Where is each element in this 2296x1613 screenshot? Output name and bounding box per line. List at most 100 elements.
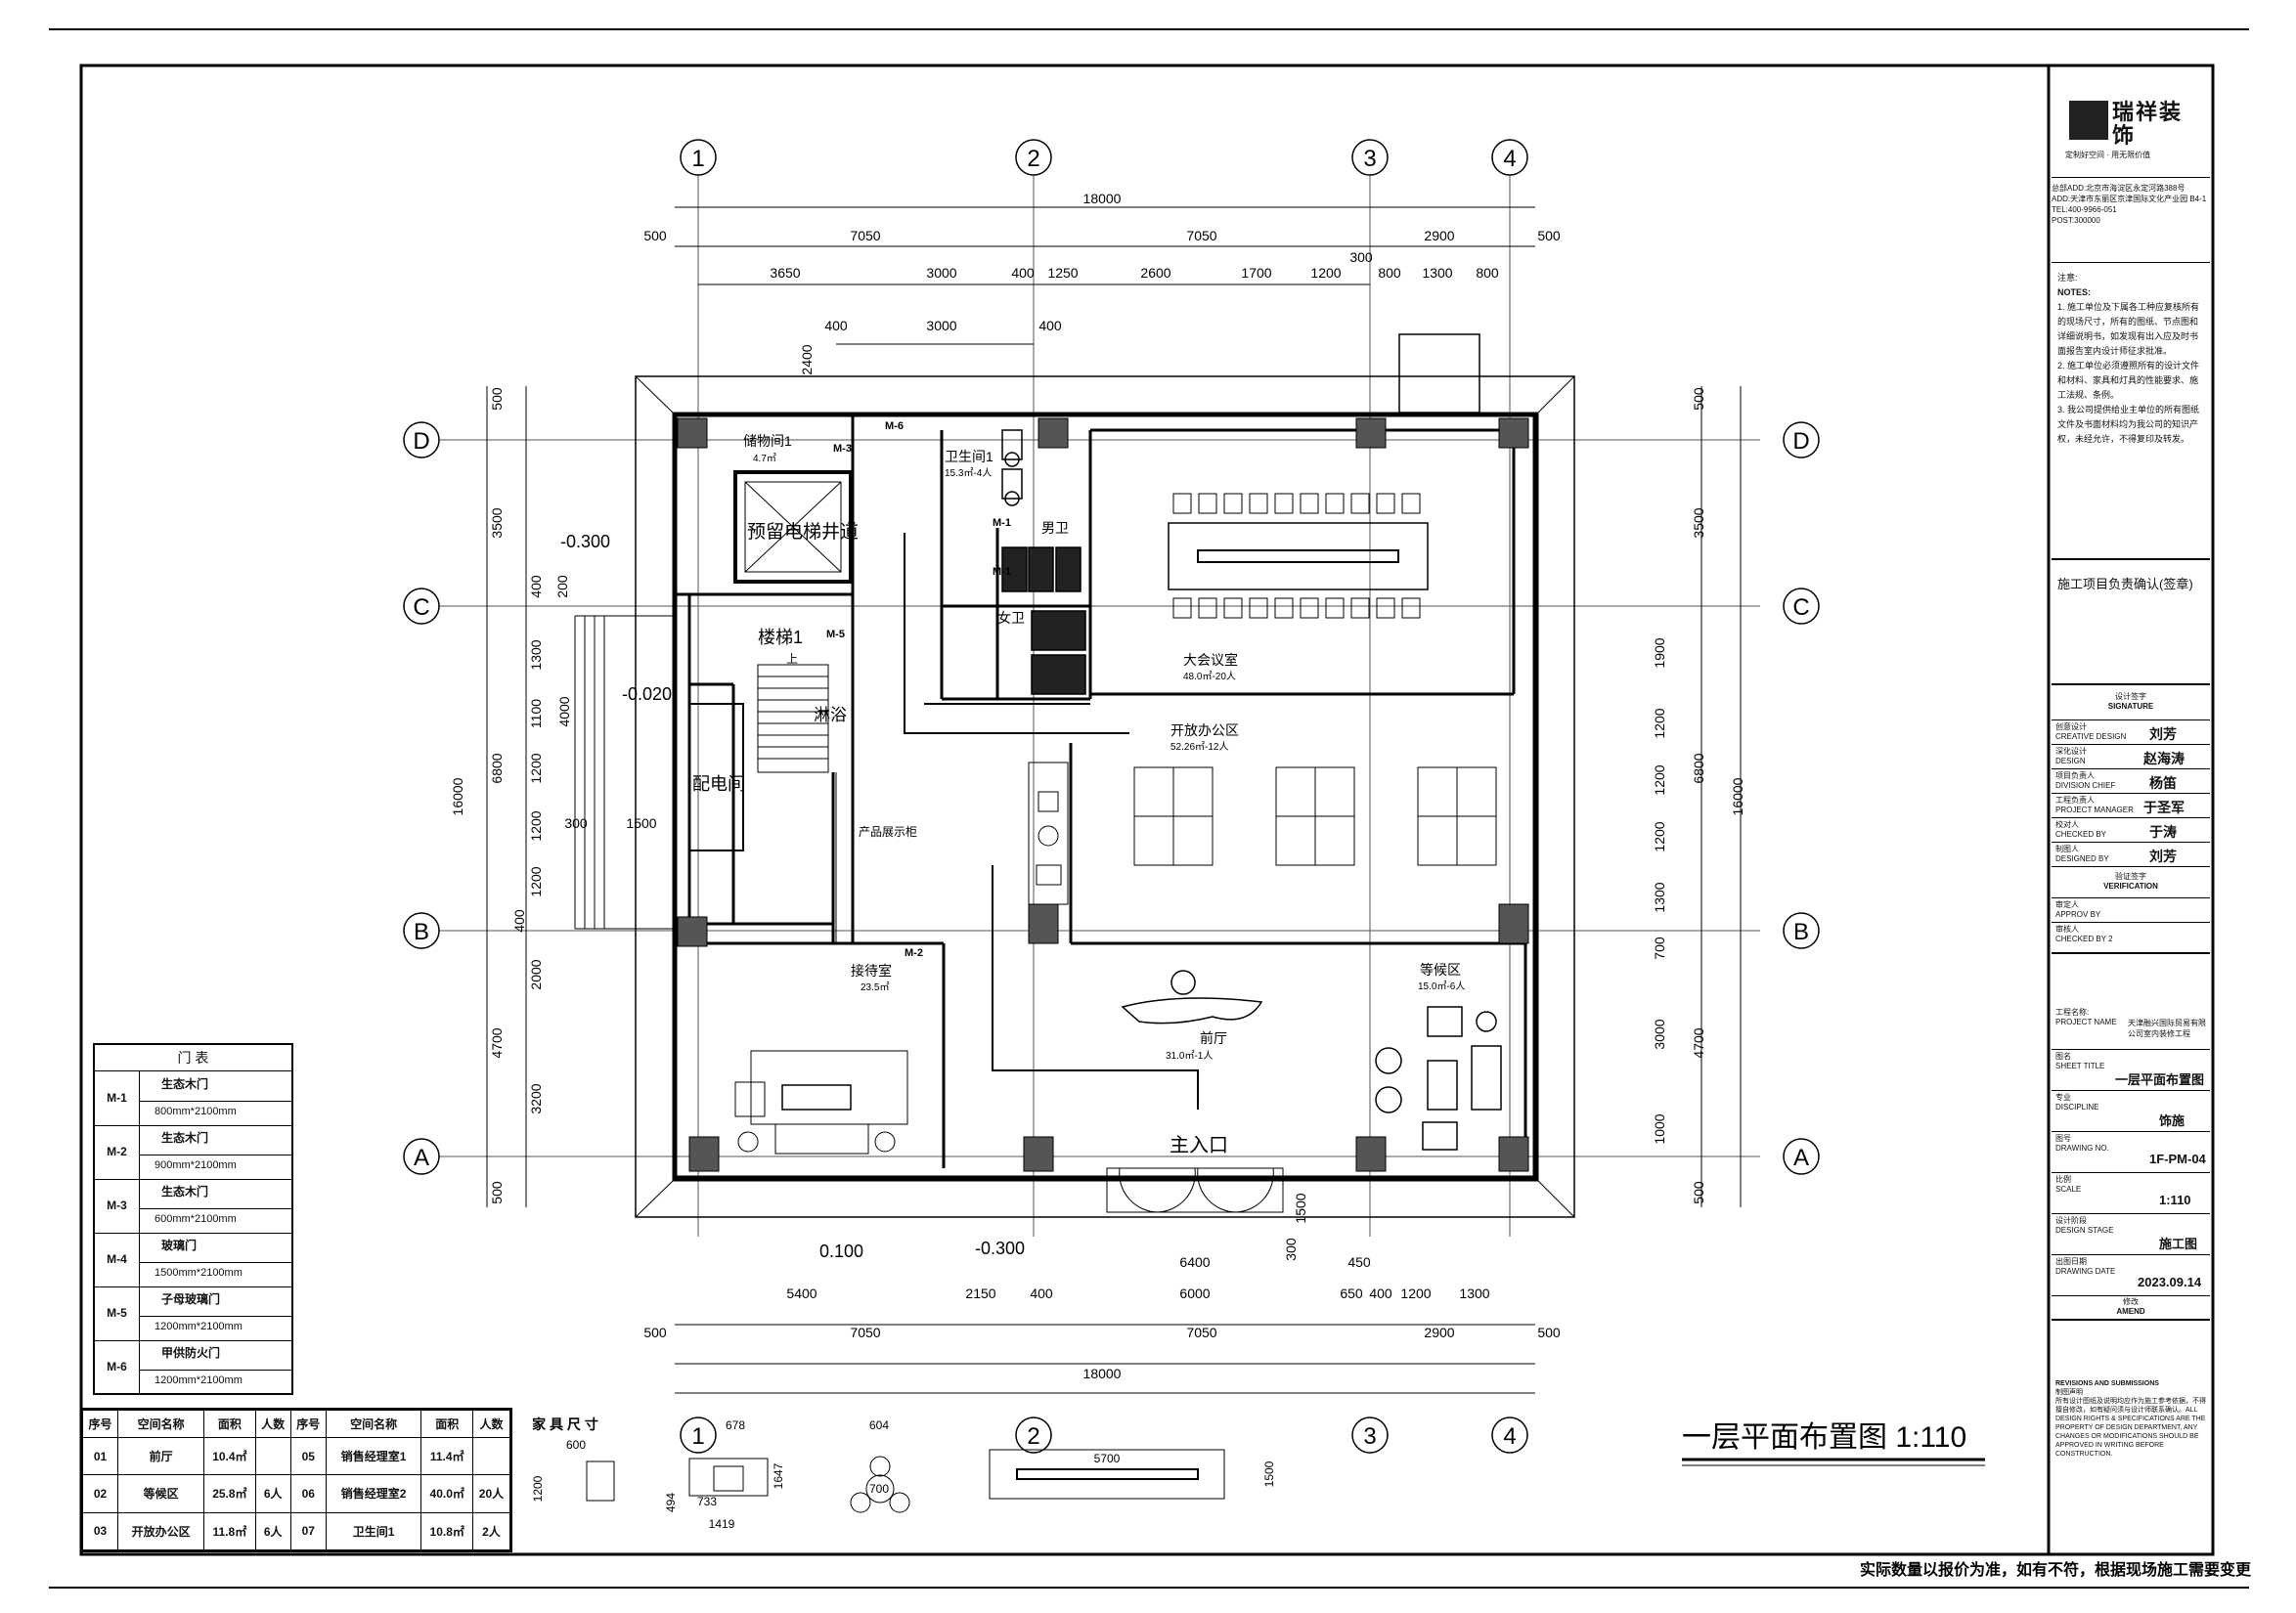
room-office-name: 开放办公区: [1170, 722, 1239, 738]
verify-title: 验证签字: [2115, 872, 2146, 881]
note-1: 1. 施工单位及下属各工种应复核所有的现场尺寸，所有的图纸、节点图和详细说明书，…: [2057, 302, 2200, 356]
rev-text: 所有设计图纸及说明均应作为施工参考依据，不得擅自修改，如有疑问须与设计师联系确认…: [2055, 1398, 2206, 1458]
dim-bottom: 500: [1537, 1325, 1561, 1340]
address-line: ADD:天津市东丽区京津国际文化产业园 B4-1: [2052, 195, 2207, 203]
dim-top2: 800: [1476, 265, 1499, 281]
furniture-legend-text: 家 具 尺 寸 600 1200 678 1647 733 494 1419 6…: [531, 1417, 1276, 1531]
meeting-chair: [1172, 597, 1192, 619]
step-lines: [574, 615, 675, 930]
dim-top2: 3650: [770, 265, 800, 281]
role-name: 于圣军: [2143, 800, 2185, 815]
dim-left-misc: 1500: [626, 815, 656, 831]
room-stair-up: 上: [786, 652, 798, 666]
meeting-chair: [1198, 493, 1217, 514]
furniture-dim: 600: [566, 1438, 586, 1452]
dim-top2: 400: [1011, 265, 1035, 281]
dim-left2: 400: [511, 909, 527, 933]
door-size: 600mm*2100mm: [140, 1208, 291, 1225]
note-3: 3. 我公司提供给业主单位的所有图纸文件及书面材料均为我公司的知识产权，未经允许…: [2057, 405, 2200, 444]
cell: 06: [289, 1474, 327, 1513]
grid-bubbles: [403, 139, 1820, 1454]
scale-en: SCALE: [2055, 1185, 2082, 1194]
door-name: 甲供防火门: [161, 1346, 221, 1360]
dim-right-total: 16000: [1730, 777, 1745, 815]
sheet-border: [49, 28, 2249, 1589]
footer-note: 实际数量以报价为准，如有不符，根据现场施工需要变更: [1860, 1560, 2252, 1579]
project-name: 天津融兴国际贸易有限公司室内装修工程: [2128, 1019, 2206, 1038]
furniture-dim: 604: [869, 1418, 889, 1432]
th: 面积: [420, 1410, 473, 1438]
th: 人数: [471, 1410, 511, 1438]
dim-top3: 2400: [799, 344, 815, 374]
room-waiting-name: 等候区: [1420, 962, 1461, 978]
cell: 6人: [254, 1474, 291, 1513]
confirm-label: 施工项目负责确认(签章): [2057, 577, 2193, 591]
room-women: 女卫: [997, 610, 1025, 626]
dim-left-total: 16000: [450, 777, 465, 815]
door-row: M-2 生态木门 900mm*2100mm: [95, 1125, 291, 1180]
verify-en: VERIFICATION: [2103, 882, 2158, 891]
door-code: M-4: [95, 1233, 140, 1286]
grid-col-1: 1: [691, 146, 704, 172]
date-label: 出图日期: [2055, 1257, 2087, 1266]
project-label: 工程名称:: [2055, 1008, 2090, 1017]
grid-col-3-bottom: 3: [1363, 1423, 1376, 1450]
door-size: 1500mm*2100mm: [140, 1262, 291, 1279]
cell: 等候区: [117, 1474, 205, 1513]
furniture-dim: 1647: [772, 1462, 785, 1489]
dim-right: 500: [1691, 1181, 1706, 1204]
meeting-chair: [1223, 493, 1243, 514]
room-waiting-area: 15.0㎡-6人: [1418, 981, 1465, 992]
dim-left2: 400: [528, 575, 544, 598]
room-storage-area: 4.7㎡: [753, 453, 776, 464]
amend-row: 修改 AMEND: [2052, 1296, 2210, 1321]
role-name: 于涛: [2149, 824, 2177, 840]
drawing-title-block: 一层平面布置图 1:110: [1682, 1421, 1985, 1466]
dim-bottom: 7050: [850, 1325, 880, 1340]
room-meeting-area: 48.0㎡-20人: [1183, 671, 1236, 682]
dim-top2: 1200: [1310, 265, 1341, 281]
notes-en: NOTES:: [2057, 287, 2092, 297]
grid-col-4: 4: [1503, 146, 1516, 172]
cell: 40.0㎡: [420, 1474, 473, 1513]
dim-top3: 400: [1038, 318, 1062, 333]
cell: 2人: [471, 1511, 511, 1551]
room-storage-name: 储物间1: [743, 433, 792, 449]
notes-block: 注意: NOTES: 1. 施工单位及下属各工种应复核所有的现场尺寸，所有的图纸…: [2052, 269, 2210, 560]
dim-right: 4700: [1691, 1027, 1706, 1058]
cell: 11.4㎡: [420, 1436, 473, 1476]
dim-top2: 1300: [1422, 265, 1452, 281]
door-row: M-1 生态木门 800mm*2100mm: [95, 1071, 291, 1126]
dimension-lines: [486, 206, 1742, 1394]
meeting-chair: [1223, 597, 1243, 619]
role-name: 刘芳: [2149, 726, 2177, 742]
role-en: CREATIVE DESIGN: [2055, 732, 2127, 741]
disc-label: 专业: [2055, 1093, 2071, 1102]
date: 2023.09.14: [2138, 1275, 2202, 1289]
room-meeting-name: 大会议室: [1183, 652, 1238, 668]
role-en: PROJECT MANAGER: [2055, 806, 2134, 814]
circulation-arrows: [904, 533, 1199, 1110]
role-en: DESIGN: [2055, 757, 2086, 765]
cell: 10.8㎡: [420, 1511, 473, 1551]
cell: 10.4㎡: [203, 1436, 256, 1476]
dim-bottom2: 650: [1340, 1286, 1363, 1301]
elevator-shaft: [733, 470, 853, 584]
role-label: 校对人: [2055, 820, 2079, 829]
dim-left: 500: [489, 387, 505, 411]
dim-bottom2: 1300: [1459, 1286, 1489, 1301]
room-area-table: 序号 空间名称 面积 人数 序号 空间名称 面积 人数 01 前厅 10.4㎡ …: [80, 1408, 512, 1552]
dim-left2: 1200: [528, 753, 544, 783]
amend-label: 修改: [2123, 1297, 2139, 1306]
door-name: 玻璃门: [161, 1239, 198, 1252]
door-table-title: 门 表: [95, 1045, 291, 1071]
grid-col-4-bottom: 4: [1503, 1423, 1516, 1450]
